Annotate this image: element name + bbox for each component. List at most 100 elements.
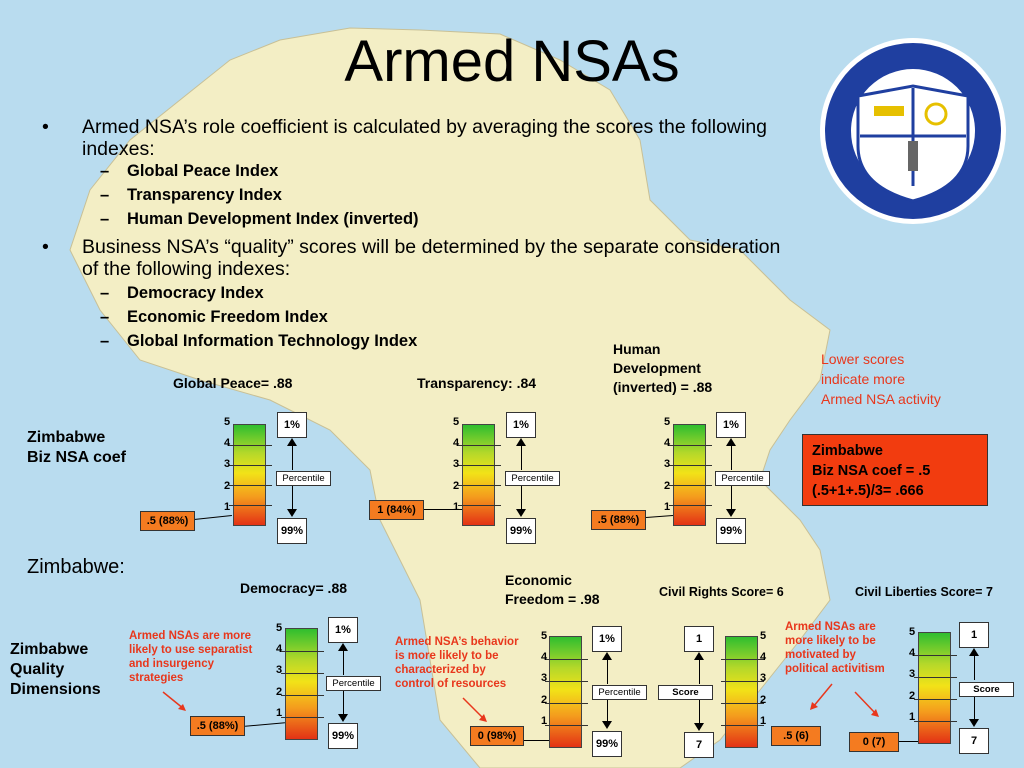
biz-coef-line: Biz NSA coef xyxy=(27,449,126,466)
democracy-bottom-box: 99% xyxy=(328,723,358,749)
sub-item-label: Democracy Index xyxy=(127,284,264,302)
scale-number: 5 xyxy=(664,416,671,428)
arrow-line xyxy=(292,446,293,470)
arrow-line xyxy=(521,486,522,512)
hdi-bottom-box: 99% xyxy=(716,518,746,544)
bullet-symbol: • xyxy=(42,236,49,258)
scale-number: 1 xyxy=(276,707,283,719)
transparency-value-box: 1 (84%) xyxy=(369,500,424,520)
arrow-line xyxy=(974,656,975,680)
scale-number: 2 xyxy=(760,694,767,706)
econ-title: Economic Freedom = .98 xyxy=(505,571,600,609)
quality-line: Dimensions xyxy=(10,681,101,698)
scale-tick xyxy=(545,703,588,704)
arrow-up-icon xyxy=(726,438,736,446)
scale-tick xyxy=(721,659,764,660)
scale-tick xyxy=(281,717,324,718)
pointer-line xyxy=(524,740,549,741)
note-line: Lower scores xyxy=(821,351,905,367)
scale-tick xyxy=(281,673,324,674)
quality-line: Zimbabwe xyxy=(10,641,89,658)
scale-tick xyxy=(721,703,764,704)
scale-number: 3 xyxy=(453,458,460,470)
arrow-down-icon xyxy=(338,714,348,722)
scale-tick xyxy=(545,725,588,726)
red-arrow-icon xyxy=(810,683,833,710)
hdi-top-box: 1% xyxy=(716,412,746,438)
scale-number: 5 xyxy=(541,630,548,642)
arrow-line xyxy=(607,700,608,724)
scale-tick xyxy=(914,677,957,678)
scale-number: 1 xyxy=(664,501,671,513)
arrow-up-icon xyxy=(694,652,704,660)
democracy-note: Armed NSAs are more likely to use separa… xyxy=(129,629,252,685)
red-arrow-icon xyxy=(462,697,487,722)
scale-number: 2 xyxy=(541,694,548,706)
scale-number: 5 xyxy=(909,626,916,638)
arrow-line xyxy=(607,660,608,684)
hdi-value-box: .5 (88%) xyxy=(591,510,646,530)
sub-item-label: Global Information Technology Index xyxy=(127,332,418,350)
pointer-line xyxy=(424,509,462,510)
result-line: Zimbabwe xyxy=(812,443,883,459)
pointer-line xyxy=(899,741,918,742)
bullet-text: Armed NSA’s role coefficient is calculat… xyxy=(82,116,768,160)
civil-liberties-scale-bar xyxy=(914,632,957,744)
hdi-percentile-box: Percentile xyxy=(715,471,770,486)
dash-symbol: – xyxy=(100,332,110,350)
biz-coef-result-box: Zimbabwe Biz NSA coef = .5 (.5+1+.5)/3= … xyxy=(802,434,988,506)
sub-item-label: Global Peace Index xyxy=(127,162,279,180)
peace-percentile-box: Percentile xyxy=(276,471,331,486)
sub-item-label: Transparency Index xyxy=(127,186,282,204)
scale-tick xyxy=(458,465,501,466)
red-arrow-icon xyxy=(854,691,879,717)
scale-tick xyxy=(229,485,272,486)
scale-number: 2 xyxy=(664,480,671,492)
civil-liberties-title: Civil Liberties Score= 7 xyxy=(855,585,993,599)
transparency-percentile-box: Percentile xyxy=(505,471,560,486)
institute-seal-logo xyxy=(820,38,1006,224)
peace-bottom-box: 99% xyxy=(277,518,307,544)
civil-liberties-score-box: Score xyxy=(959,682,1014,697)
econ-bottom-box: 99% xyxy=(592,731,622,757)
note-line: strategies xyxy=(129,672,184,684)
transparency-top-box: 1% xyxy=(506,412,536,438)
scale-number: 3 xyxy=(909,668,916,680)
econ-top-box: 1% xyxy=(592,626,622,652)
civil-rights-value-box: .5 (6) xyxy=(771,726,821,746)
transparency-bottom-box: 99% xyxy=(506,518,536,544)
scale-number: 5 xyxy=(224,416,231,428)
arrow-line xyxy=(699,660,700,684)
red-arrow-icon xyxy=(162,691,186,711)
scale-tick xyxy=(229,465,272,466)
bullet-symbol: • xyxy=(42,116,49,138)
result-line: Biz NSA coef = .5 xyxy=(812,463,931,479)
civil-liberties-note: Armed NSAs are more likely to be motivat… xyxy=(785,620,885,676)
arrow-line xyxy=(343,651,344,675)
scale-tick xyxy=(669,505,712,506)
arrow-line xyxy=(731,446,732,470)
scale-number: 5 xyxy=(276,622,283,634)
democracy-top-box: 1% xyxy=(328,617,358,643)
scale-number: 5 xyxy=(760,630,767,642)
hdi-scale-bar xyxy=(669,424,712,526)
scale-tick xyxy=(914,721,957,722)
note-line: Armed NSAs are more xyxy=(129,630,252,642)
scale-number: 4 xyxy=(664,437,671,449)
arrow-up-icon xyxy=(516,438,526,446)
econ-scale-bar xyxy=(545,636,588,748)
civil-liberties-value-box: 0 (7) xyxy=(849,732,899,752)
arrow-up-icon xyxy=(338,643,348,651)
scale-tick xyxy=(669,485,712,486)
scale-number: 1 xyxy=(453,501,460,513)
scale-tick xyxy=(914,655,957,656)
biz-coef-line: Zimbabwe xyxy=(27,429,106,446)
dash-symbol: – xyxy=(100,308,110,326)
scale-number: 2 xyxy=(909,690,916,702)
transparency-title: Transparency: .84 xyxy=(417,375,537,391)
hdi-title-line: Human xyxy=(613,341,661,357)
scale-tick xyxy=(545,659,588,660)
econ-note: Armed NSA’s behavior is more likely to b… xyxy=(395,635,519,691)
note-line: likely to use separatist xyxy=(129,644,253,656)
arrow-line xyxy=(974,697,975,721)
